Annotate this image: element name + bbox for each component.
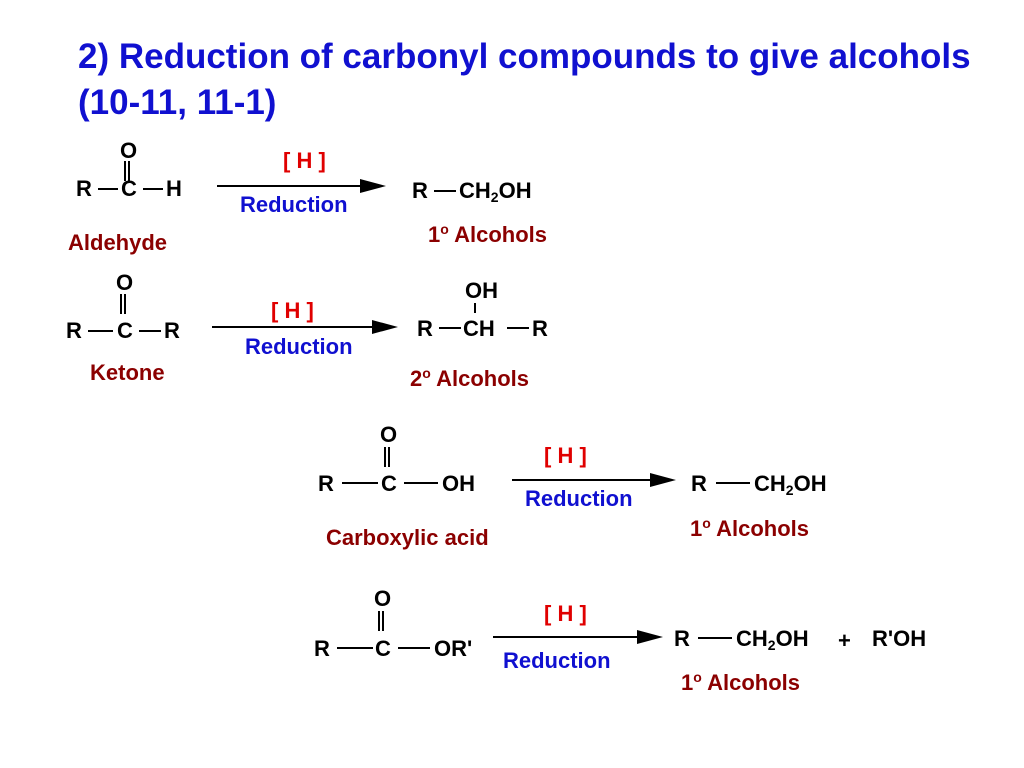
single-bond (139, 330, 161, 332)
oxygen-atom: O (120, 138, 138, 163)
reagent-label: [ H ] (544, 601, 587, 626)
compound-name: Ketone (90, 360, 165, 385)
r-group: R (164, 318, 180, 343)
page-title: 2) Reduction of carbonyl compounds to gi… (78, 37, 971, 122)
reagent-label: [ H ] (544, 443, 587, 468)
r-group: R (412, 178, 428, 203)
oxygen-atom: O (374, 586, 392, 611)
single-bond (143, 188, 163, 190)
product-class: 1o Alcohols (681, 669, 801, 695)
r-group: R (66, 318, 82, 343)
single-bond (698, 637, 732, 639)
carbon-atom: C (375, 636, 391, 661)
product-formula: CH2OH (459, 178, 532, 205)
plus-sign: + (838, 628, 851, 653)
reagent-label: [ H ] (283, 148, 326, 173)
single-bond (507, 327, 529, 329)
reaction-arrow (212, 320, 398, 334)
condition-label: Reduction (245, 334, 353, 359)
product-formula: CH (463, 316, 495, 341)
r-group: R (76, 176, 92, 201)
condition-label: Reduction (503, 648, 611, 673)
double-bond (378, 611, 384, 631)
product-class: 1o Alcohols (428, 221, 548, 247)
hydroxyl-group: OH (442, 471, 475, 496)
single-bond (474, 303, 476, 313)
hydrogen-atom: H (166, 176, 182, 201)
r-group: R (314, 636, 330, 661)
double-bond (124, 161, 130, 181)
single-bond (88, 330, 113, 332)
r-group: R (417, 316, 433, 341)
reagent-label: [ H ] (271, 298, 314, 323)
reaction-arrow (493, 630, 663, 644)
single-bond (439, 327, 461, 329)
compound-name: Carboxylic acid (326, 525, 489, 550)
oxygen-atom: O (380, 422, 398, 447)
condition-label: Reduction (525, 486, 633, 511)
product-class: 2o Alcohols (410, 365, 530, 391)
condition-label: Reduction (240, 192, 348, 217)
product-formula: CH2OH (736, 626, 809, 653)
compound-name: Aldehyde (68, 230, 168, 255)
single-bond (716, 482, 750, 484)
r-group: R (532, 316, 548, 341)
oxygen-atom: O (116, 270, 134, 295)
carbon-atom: C (381, 471, 397, 496)
single-bond (404, 482, 438, 484)
single-bond (98, 188, 118, 190)
r-group: R (674, 626, 690, 651)
reaction-arrow (512, 473, 676, 487)
r-group: R (691, 471, 707, 496)
double-bond (384, 447, 390, 467)
hydroxyl-group: OH (465, 278, 498, 303)
single-bond (398, 647, 430, 649)
r-group: R (318, 471, 334, 496)
single-bond (342, 482, 378, 484)
double-bond (120, 294, 126, 314)
product-formula: CH2OH (754, 471, 827, 498)
carbon-atom: C (121, 176, 137, 201)
ester-group: OR' (434, 636, 473, 661)
single-bond (337, 647, 373, 649)
alcohol-byproduct: R'OH (872, 626, 927, 651)
reaction-arrow (217, 179, 386, 193)
carbon-atom: C (117, 318, 133, 343)
single-bond (434, 190, 456, 192)
product-class: 1o Alcohols (690, 515, 810, 541)
